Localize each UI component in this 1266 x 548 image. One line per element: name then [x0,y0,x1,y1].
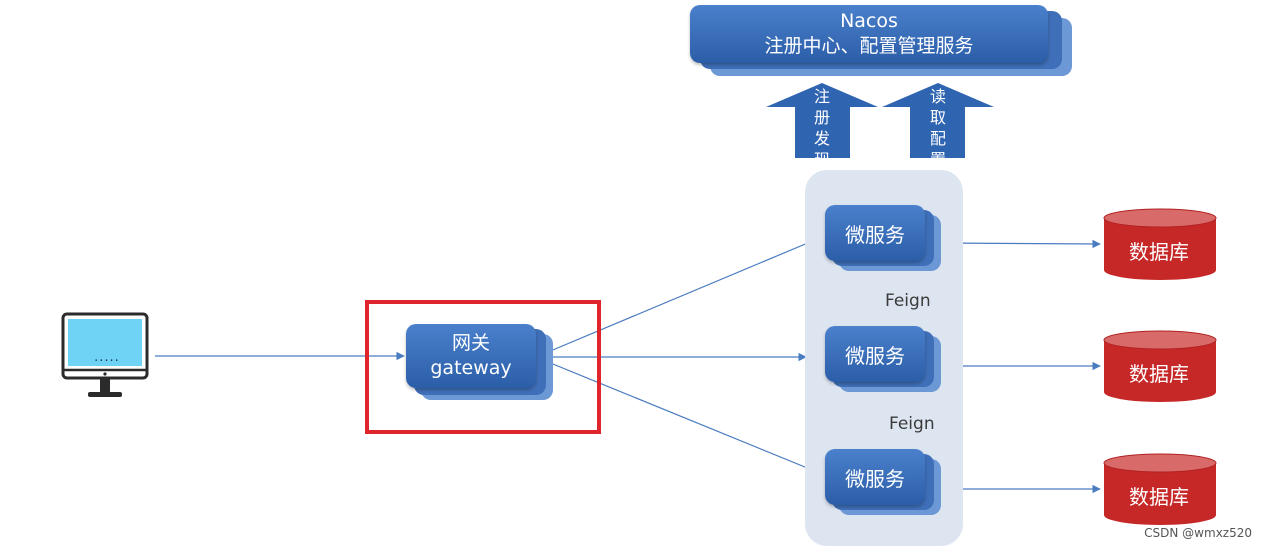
nacos-title: Nacos [840,10,898,32]
gateway-highlight-frame [365,300,601,434]
database-label: 数据库 [1129,362,1189,386]
microservice-label: 微服务 [845,343,905,368]
microservice-label: 微服务 [845,466,905,491]
config-up-arrow [882,83,994,158]
database-icon [1103,453,1217,525]
gateway-to-ms1-arrow [547,236,823,353]
database-label: 数据库 [1129,240,1189,264]
database-icon [1103,208,1217,280]
read-config-label: 读取配置 [929,87,946,169]
register-discovery-label: 注册发现 [813,87,830,169]
feign-label: Feign [885,291,931,311]
feign-label: Feign [889,414,935,434]
gateway-label-cn: 网关 [451,332,490,354]
gateway-to-ms3-arrow [547,361,823,476]
microservice-label: 微服务 [845,222,905,247]
watermark: CSDN @wmxz520 [1144,526,1252,540]
ms1-to-db1-arrow [939,239,1101,249]
gateway-label-en: gateway [430,357,512,379]
screen-text: ..... [94,350,120,365]
database-label: 数据库 [1129,485,1189,509]
computer-icon [61,312,149,397]
database-icon [1103,330,1217,402]
register-up-arrow [766,83,878,158]
nacos-subtitle: 注册中心、配置管理服务 [764,35,974,57]
